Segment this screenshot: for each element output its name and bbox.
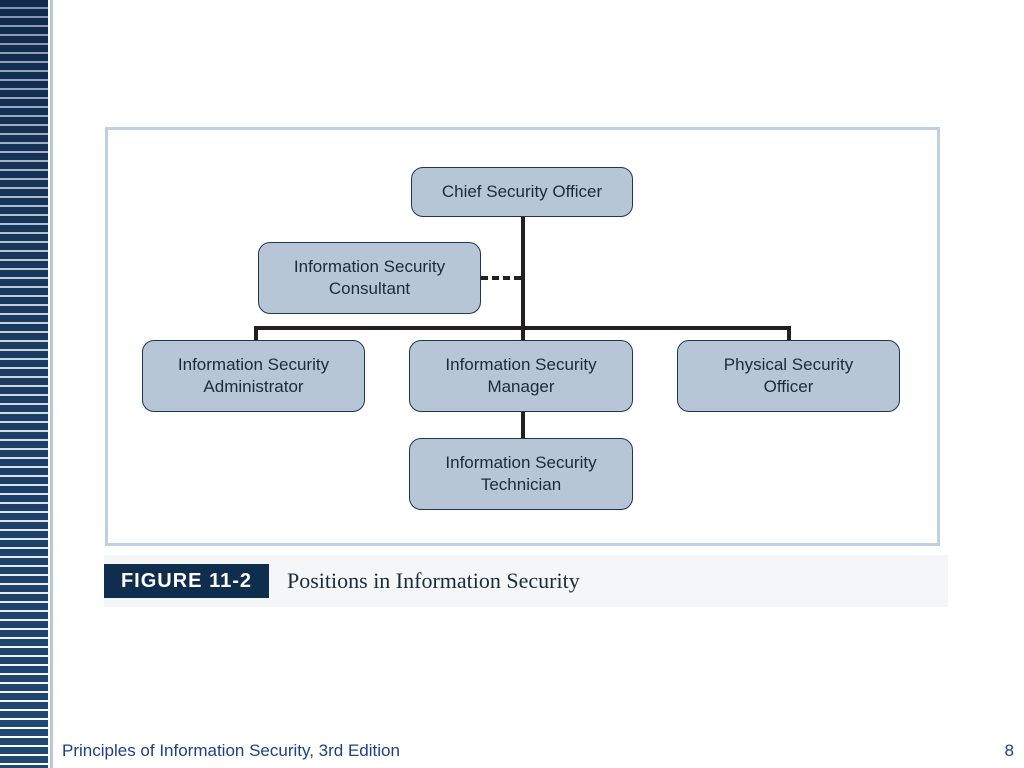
node-physical-label-line2: Officer (763, 377, 814, 396)
node-manager-label-line1: Information Security (445, 355, 597, 374)
node-information-security-manager: Information Security Manager (409, 340, 633, 412)
footer-book-title: Principles of Information Security, 3rd … (62, 741, 400, 760)
page-number: 8 (1004, 741, 1014, 760)
decorative-side-rule (50, 0, 53, 768)
node-chief-security-officer: Chief Security Officer (411, 167, 633, 217)
node-administrator-label-line1: Information Security (177, 355, 330, 374)
org-chart-connectors (254, 217, 791, 440)
decorative-side-stripes (0, 0, 48, 768)
node-consultant-label-line1: Information Security (293, 257, 446, 276)
node-manager-label-line2: Manager (487, 377, 555, 396)
node-information-security-consultant: Information Security Consultant (258, 242, 481, 314)
node-technician-label-line2: Technician (480, 475, 562, 494)
figure-number-tag: FIGURE 11-2 (104, 564, 269, 598)
node-administrator-label-line2: Administrator (203, 377, 304, 396)
node-technician-label-line1: Information Security (445, 453, 597, 472)
org-chart-figure: Chief Security Officer Information Secur… (105, 127, 940, 546)
node-information-security-technician: Information Security Technician (409, 438, 633, 510)
node-consultant-label-line2: Consultant (328, 279, 411, 298)
node-chief-label: Chief Security Officer (441, 182, 603, 201)
figure-caption: Positions in Information Security (287, 568, 580, 593)
node-physical-label-line1: Physical Security (723, 355, 854, 374)
node-physical-security-officer: Physical Security Officer (677, 340, 900, 412)
node-information-security-administrator: Information Security Administrator (142, 340, 365, 412)
